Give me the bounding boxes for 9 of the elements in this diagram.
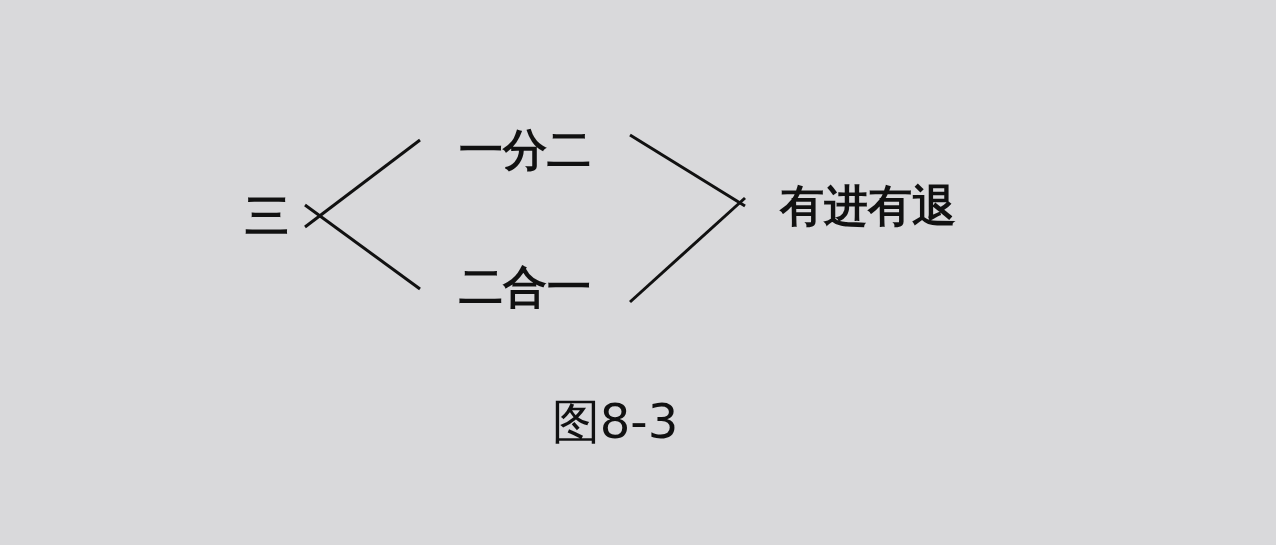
node-label: 二合一 [459, 259, 591, 314]
connector-line [304, 203, 421, 291]
connector-line [629, 133, 746, 208]
connector-line [629, 196, 746, 304]
connector-line [304, 138, 421, 229]
figure-caption: 图8-3 [550, 392, 680, 451]
node-label: 一分二 [459, 122, 591, 177]
node-label: 有进有退 [779, 178, 956, 233]
node-label: 三 [244, 188, 289, 243]
